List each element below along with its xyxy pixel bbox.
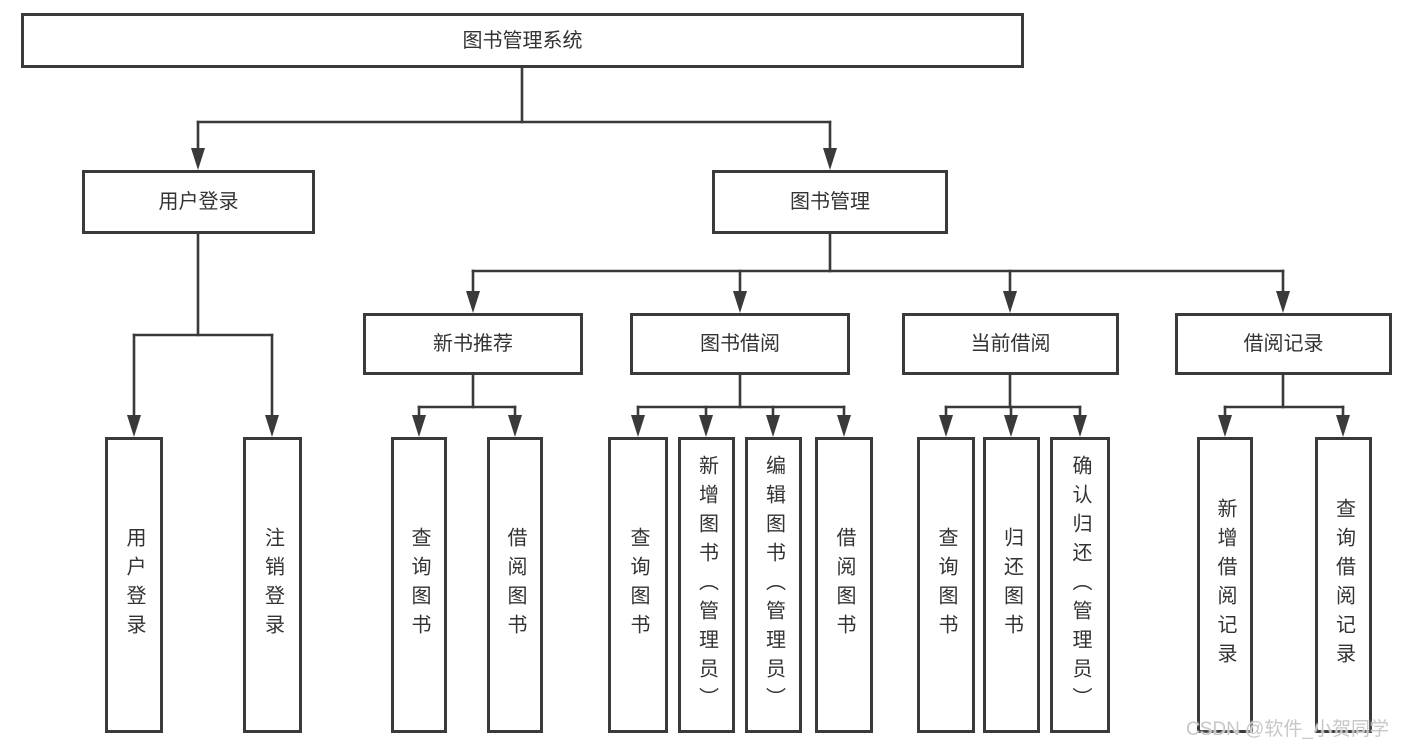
node-leaf-user-login-label: 用户登录 — [123, 527, 145, 643]
node-leaf-query-borrow-record: 查询借阅记录 — [1315, 437, 1372, 733]
node-leaf-user-login: 用户登录 — [105, 437, 163, 733]
node-leaf-confirm-return-admin: 确认归还（管理员） — [1050, 437, 1110, 733]
node-borrow-records-label: 借阅记录 — [1243, 333, 1324, 355]
node-user-login-label: 用户登录 — [158, 191, 239, 213]
node-root: 图书管理系统 — [21, 13, 1024, 68]
node-leaf-logout: 注销登录 — [243, 437, 302, 733]
node-leaf-query-borrow-record-label: 查询借阅记录 — [1332, 498, 1355, 672]
node-book-borrow: 图书借阅 — [630, 313, 850, 375]
node-new-book-recommend: 新书推荐 — [363, 313, 583, 375]
node-borrow-records: 借阅记录 — [1175, 313, 1392, 375]
node-current-borrow-label: 当前借阅 — [970, 333, 1051, 355]
node-leaf-add-borrow-record: 新增借阅记录 — [1197, 437, 1253, 733]
node-leaf-add-borrow-record-label: 新增借阅记录 — [1214, 498, 1236, 672]
node-leaf-return-book: 归还图书 — [983, 437, 1040, 733]
node-leaf-edit-book-admin-label: 编辑图书（管理员） — [762, 454, 785, 716]
node-current-borrow: 当前借阅 — [902, 313, 1119, 375]
node-leaf-borrow-book-label: 借阅图书 — [833, 527, 855, 643]
node-leaf-borrow-book-recommend-label: 借阅图书 — [504, 527, 526, 643]
node-new-book-recommend-label: 新书推荐 — [433, 333, 513, 355]
node-leaf-query-book-current: 查询图书 — [917, 437, 975, 733]
node-leaf-edit-book-admin: 编辑图书（管理员） — [745, 437, 802, 733]
node-leaf-logout-label: 注销登录 — [261, 527, 284, 643]
node-leaf-return-book-label: 归还图书 — [1000, 527, 1023, 643]
node-leaf-query-book-recommend: 查询图书 — [391, 437, 447, 733]
node-leaf-query-book-recommend-label: 查询图书 — [408, 527, 430, 643]
node-leaf-query-book-borrow: 查询图书 — [608, 437, 668, 733]
node-book-management: 图书管理 — [712, 170, 948, 234]
node-user-login: 用户登录 — [82, 170, 315, 234]
csdn-watermark: CSDN @软件_小贺同学 — [1186, 719, 1389, 740]
node-leaf-borrow-book-recommend: 借阅图书 — [487, 437, 543, 733]
node-book-borrow-label: 图书借阅 — [700, 333, 780, 355]
node-root-label: 图书管理系统 — [462, 29, 583, 52]
node-leaf-query-book-borrow-label: 查询图书 — [627, 527, 649, 643]
node-leaf-borrow-book: 借阅图书 — [815, 437, 873, 733]
node-leaf-query-book-current-label: 查询图书 — [935, 527, 957, 643]
node-leaf-add-book-admin-label: 新增图书（管理员） — [695, 454, 718, 716]
node-leaf-add-book-admin: 新增图书（管理员） — [678, 437, 735, 733]
node-book-management-label: 图书管理 — [790, 191, 870, 213]
node-leaf-confirm-return-admin-label: 确认归还（管理员） — [1069, 454, 1091, 716]
